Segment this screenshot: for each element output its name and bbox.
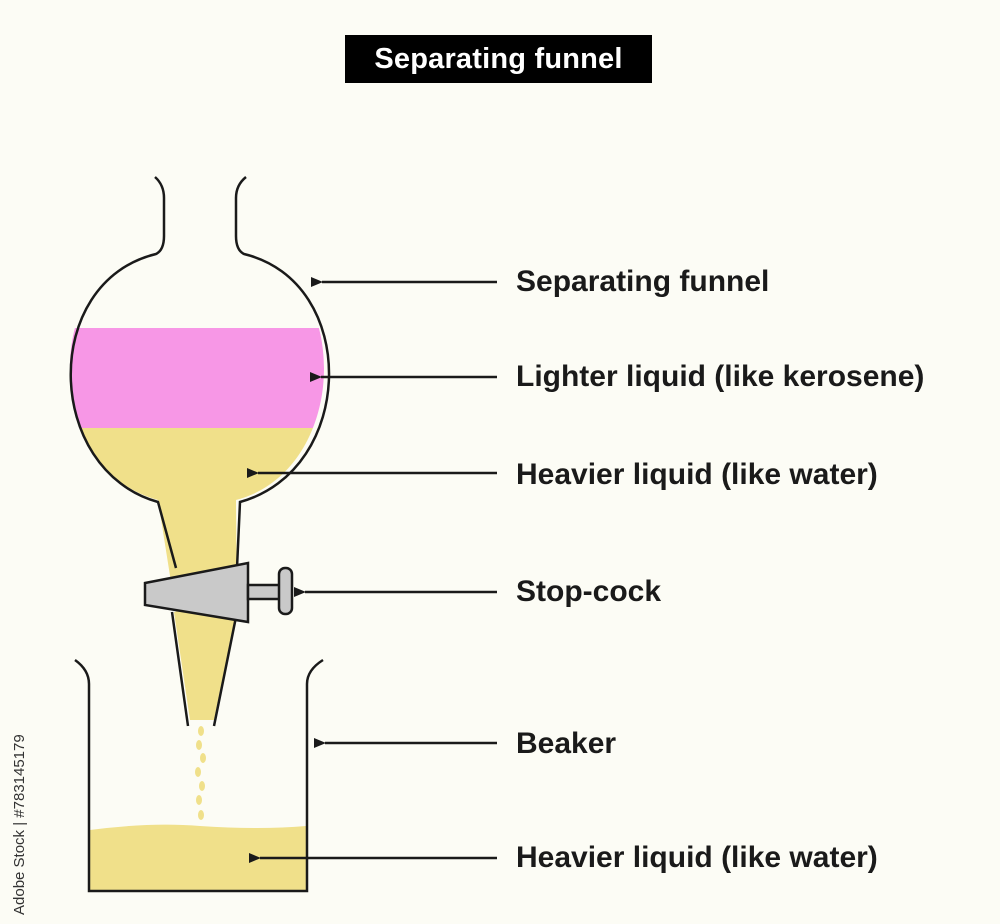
funnel-outline-right [234,176,331,569]
label-separating-funnel: Separating funnel [516,265,770,298]
separating-funnel [69,176,178,569]
label-heavier-liquid-beaker: Heavier liquid (like water) [516,841,878,874]
stock-watermark: Adobe Stock | #783145179 [8,690,34,920]
pointer-arrows [247,277,497,863]
diagram-title: Separating funnel [345,35,652,83]
funnel-stem [170,611,239,727]
stem-liquid [174,612,236,720]
beaker [74,658,324,893]
lighter-liquid-layer [69,328,325,428]
stopcock [143,561,294,624]
beaker-liquid [90,824,306,891]
label-beaker: Beaker [516,727,617,760]
label-lighter-liquid: Lighter liquid (like kerosene) [516,360,925,393]
watermark-text: Adobe Stock | #783145179 [11,734,28,915]
label-heavier-liquid-funnel: Heavier liquid (like water) [516,458,878,491]
label-stopcock: Stop-cock [516,575,662,608]
falling-drops [195,726,206,820]
